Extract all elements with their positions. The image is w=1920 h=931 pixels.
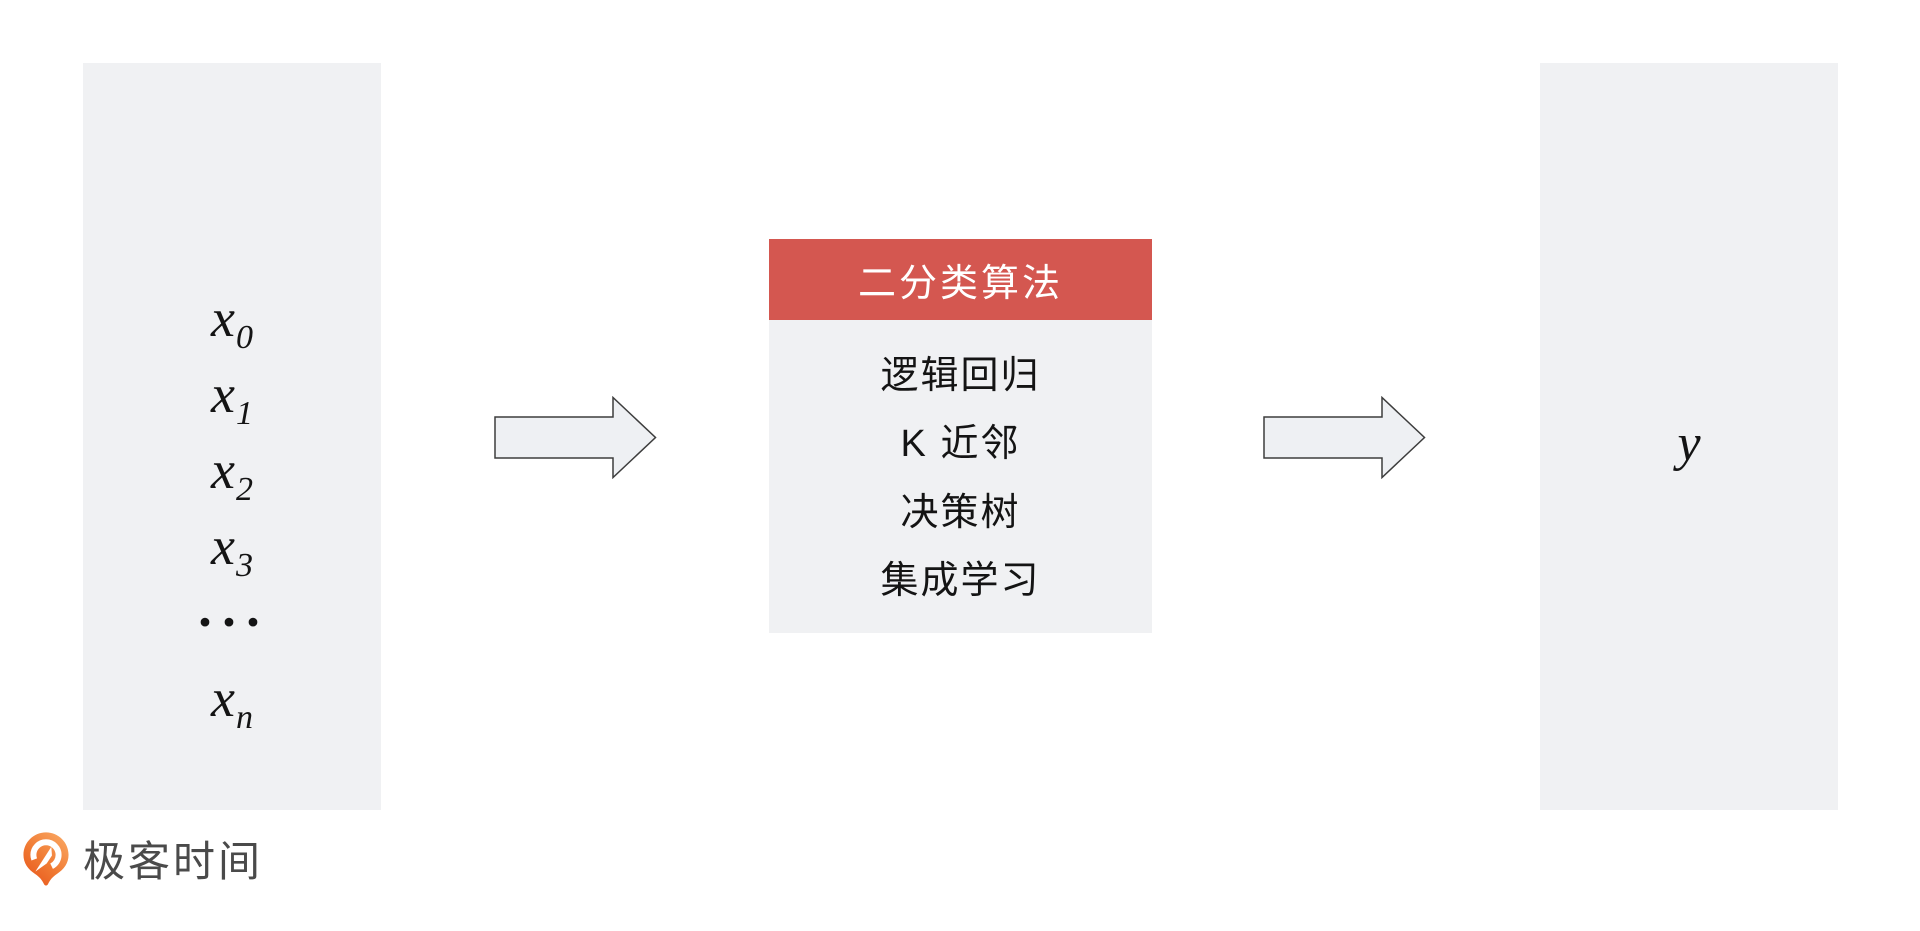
geektime-logo-icon <box>23 832 69 886</box>
variable-base: x <box>211 288 235 348</box>
algorithm-box-body: 逻辑回归 K 近邻 决策树 集成学习 <box>769 320 1152 633</box>
variable-subscript: n <box>235 699 253 736</box>
algorithm-item-logistic-regression: 逻辑回归 <box>880 354 1041 397</box>
input-variable-xn: xn <box>211 660 253 736</box>
algorithm-item-knn: K 近邻 <box>900 423 1021 466</box>
arrow-right-icon <box>1263 396 1426 479</box>
input-variable-list: x0 x1 x2 x3 ··· xn <box>83 280 381 736</box>
output-variable-y: y <box>1677 415 1701 472</box>
input-ellipsis: ··· <box>196 584 268 660</box>
input-variable-x3: x3 <box>211 508 253 584</box>
variable-base: x <box>211 440 235 500</box>
ellipsis-glyph: ··· <box>195 592 269 652</box>
variable-base: x <box>211 668 235 728</box>
geektime-logo-text: 极客时间 <box>83 838 264 885</box>
variable-base: x <box>211 364 235 424</box>
input-variable-x0: x0 <box>211 280 253 356</box>
variable-subscript: 1 <box>235 395 253 432</box>
variable-subscript: 3 <box>235 547 253 584</box>
algorithm-box: 二分类算法 逻辑回归 K 近邻 决策树 集成学习 <box>769 239 1152 633</box>
input-panel: x0 x1 x2 x3 ··· xn <box>83 63 381 810</box>
geektime-logo: 极客时间 <box>22 831 263 892</box>
algorithm-item-decision-tree: 决策树 <box>900 491 1021 534</box>
algorithm-item-ensemble-learning: 集成学习 <box>880 560 1041 603</box>
arrow-right-icon <box>494 396 657 479</box>
input-variable-x1: x1 <box>211 356 253 432</box>
variable-subscript: 2 <box>235 471 253 508</box>
algorithm-box-header: 二分类算法 <box>769 239 1152 320</box>
variable-subscript: 0 <box>235 319 253 356</box>
variable-base: x <box>211 516 235 576</box>
input-variable-x2: x2 <box>211 432 253 508</box>
output-panel: y <box>1540 63 1838 810</box>
algorithm-box-title: 二分类算法 <box>857 263 1063 305</box>
